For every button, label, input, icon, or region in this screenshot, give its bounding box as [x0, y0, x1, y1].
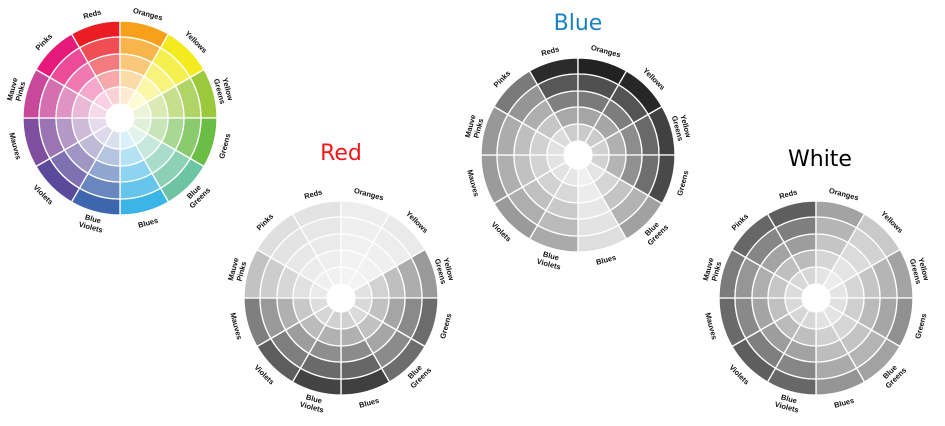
segment-label: BlueViolets — [774, 391, 802, 414]
segment-label: Oranges — [828, 186, 860, 203]
segment-label: Greens — [675, 169, 690, 196]
center-hole — [564, 141, 592, 169]
segment-label: Oranges — [590, 43, 622, 60]
segment-label: BlueViolets — [536, 248, 564, 271]
center-hole — [802, 284, 830, 312]
wheel-title-white: White — [788, 147, 852, 172]
segment-label: Reds — [82, 7, 102, 20]
center-hole — [106, 104, 134, 132]
segment-label: Blues — [137, 216, 159, 230]
segment-label: Greens — [217, 132, 232, 159]
segment-label: BlueViolets — [78, 211, 106, 234]
segment-label: Greens — [438, 312, 453, 339]
segment-label: Reds — [303, 187, 323, 200]
segment-label: Oranges — [132, 6, 164, 23]
segment-label: Reds — [778, 187, 798, 200]
segment-label: Mauves — [703, 312, 719, 341]
center-hole — [327, 284, 355, 312]
segment-label: Mauves — [228, 312, 244, 341]
segment-label: Blues — [358, 396, 380, 410]
segment-label: Blues — [595, 253, 617, 267]
segment-label: Blues — [833, 396, 855, 410]
segment-label: Reds — [540, 44, 560, 57]
segment-label: Oranges — [353, 186, 385, 203]
segment-label: BlueViolets — [299, 391, 327, 414]
segment-label: Greens — [913, 312, 928, 339]
wheel-title-red: Red — [320, 141, 362, 166]
segment-label: Mauves — [7, 132, 23, 161]
segment-label: Mauves — [465, 169, 481, 198]
wheel-title-blue: Blue — [554, 11, 603, 36]
